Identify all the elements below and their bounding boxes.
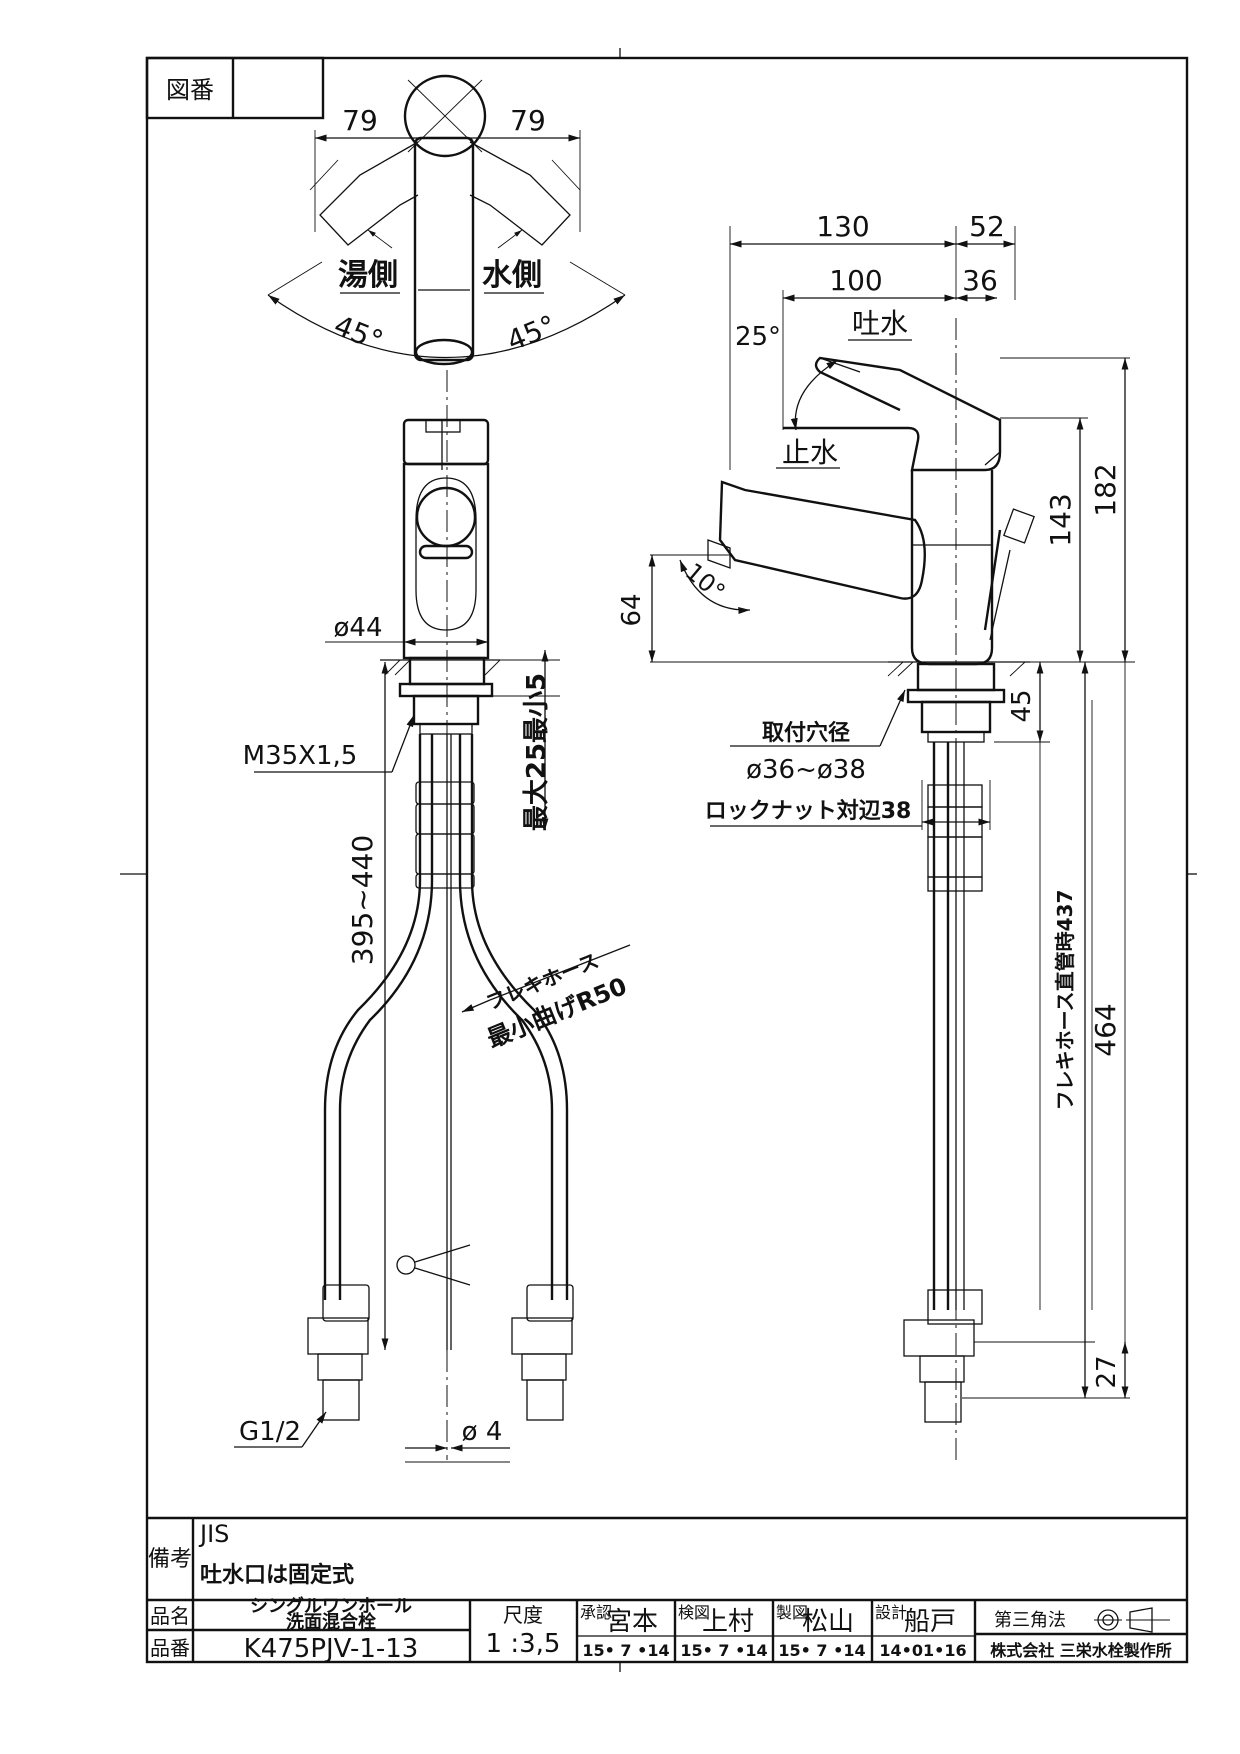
sheet-frame [120,48,1197,1672]
top-dim-left: 79 [342,104,378,137]
dim-100: 100 [829,264,882,297]
dim-182: 182 [1089,463,1122,516]
approved-label: 承認 [580,1603,612,1622]
clamp-range: 最大25最小5 [522,673,552,831]
approved-by: 宮本 [606,1607,658,1637]
front-view: ø44 最大25最小5 M35X1,5 395~440 フレキホース 最小曲げR… [234,370,631,1463]
drawing-number-box: 図番 [145,56,325,120]
design-date: 14•01•16 [879,1641,966,1660]
product-no: K475PJV-1-13 [244,1634,419,1664]
rod-diameter: ø 4 [462,1417,503,1447]
locknut-label: ロックナット対辺38 [705,799,912,824]
remarks-line-1: JIS [198,1520,229,1548]
remarks-line-2: 吐水口は固定式 [200,1562,354,1588]
angle-left: 45° [329,309,387,358]
front-diameter: ø44 [334,613,383,643]
scale-value: 1 :3,5 [486,1629,561,1659]
remarks-label: 備考 [148,1547,192,1572]
checked-by: 上村 [702,1607,754,1637]
third-angle-symbol [1094,1607,1170,1633]
hot-side-label: 湯側 [338,258,398,293]
drawing-no-label: 図番 [166,76,214,104]
supply-thread: G1/2 [239,1417,301,1447]
checked-date: 15• 7 •14 [680,1641,767,1660]
projection-label: 第三角法 [994,1610,1066,1631]
top-dim-right: 79 [510,104,546,137]
stop-label: 止水 [782,436,838,469]
angle-25: 25° [735,322,781,352]
design-by: 船戸 [904,1607,956,1637]
dim-52: 52 [969,210,1005,243]
checked-label: 検図 [678,1603,710,1622]
dim-143: 143 [1044,493,1077,546]
design-label: 設計 [875,1603,907,1622]
scale-label: 尺度 [503,1603,543,1627]
drawn-date: 15• 7 •14 [778,1641,865,1660]
side-view: 130 52 100 36 吐水 25° 止水 10° 64 143 182 4… [617,210,1135,1460]
product-no-label: 品番 [150,1636,190,1660]
thread-spec: M35X1,5 [243,741,358,771]
spout-label: 吐水 [852,307,908,340]
product-name-label: 品名 [150,1604,190,1628]
dim-130: 130 [816,210,869,243]
company-name: 株式会社 三栄水栓製作所 [990,1641,1172,1660]
product-name-line-2: 洗面混合栓 [286,1611,376,1633]
hose-straight-length: フレキホース直管時437 [1053,890,1077,1111]
dim-36: 36 [962,264,998,297]
mount-hole-value: ø36~ø38 [746,755,866,785]
mount-hole-label: 取付穴径 [762,720,850,746]
cold-side-label: 水側 [482,258,542,293]
approved-date: 15• 7 •14 [582,1641,669,1660]
drawn-by: 松山 [802,1607,854,1637]
angle-right: 45° [502,309,560,358]
length-range: 395~440 [346,835,379,965]
drawn-label: 製図 [776,1603,808,1622]
dim-45: 45 [1007,689,1037,722]
dim-464: 464 [1089,1003,1122,1056]
dim-27: 27 [1092,1355,1122,1388]
product-name-line-1: シングルワンホール [250,1595,412,1617]
dim-64: 64 [617,593,647,626]
title-block: 備考 JIS 吐水口は固定式 品名 シングルワンホール 洗面混合栓 品番 K47… [147,1516,1187,1664]
